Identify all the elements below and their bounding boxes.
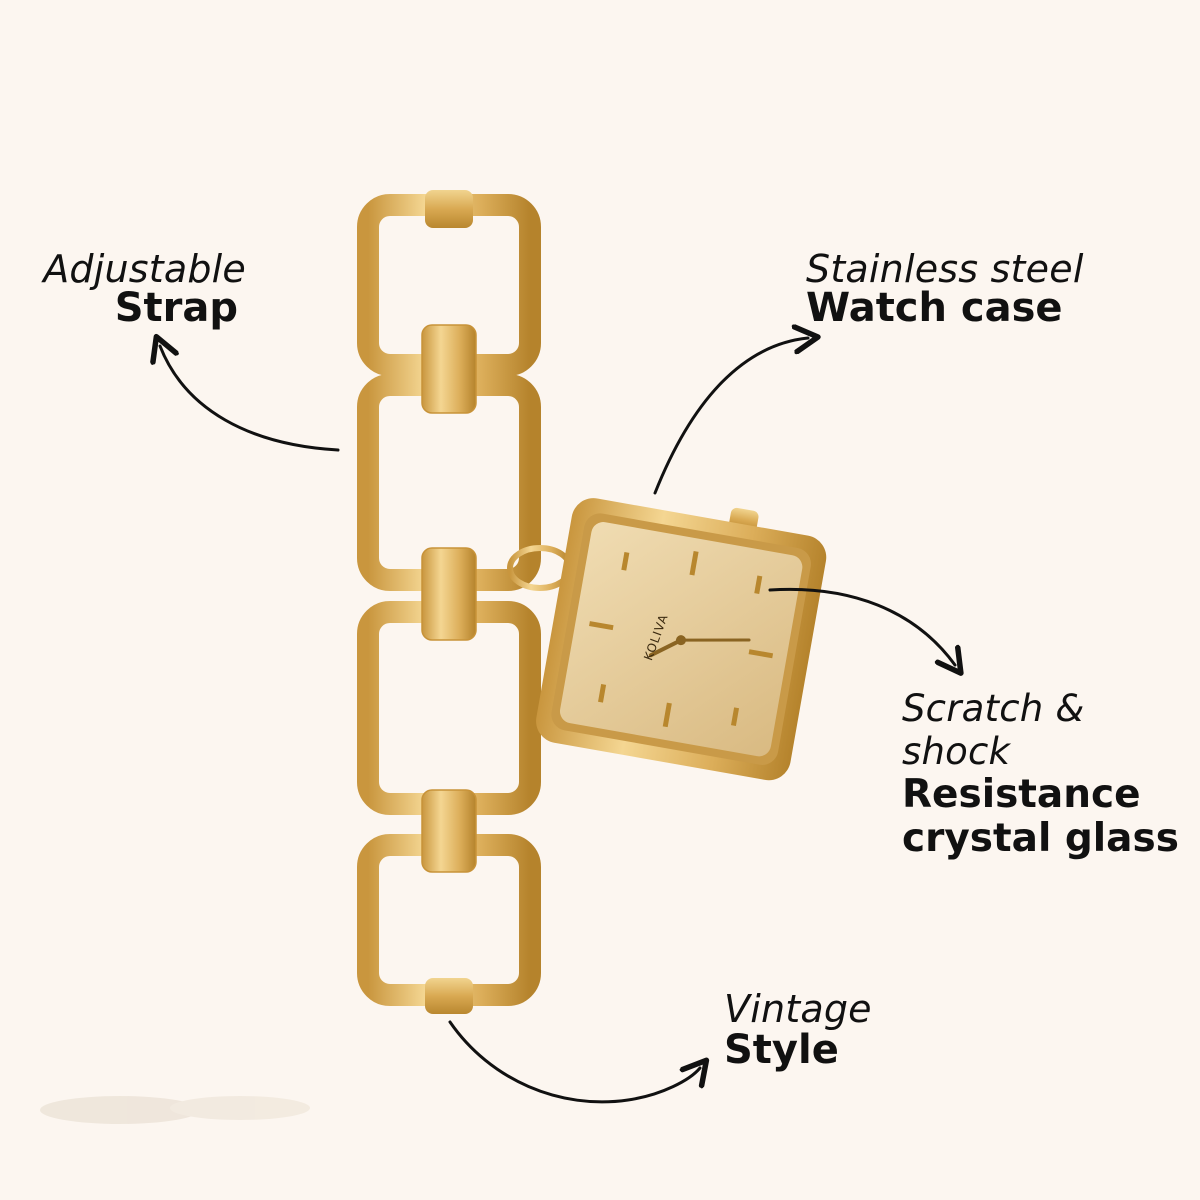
hour-marker <box>621 552 630 571</box>
arrow-style <box>448 1020 700 1104</box>
arrow-case <box>653 338 808 495</box>
callout-glass-bold-2: crystal glass <box>902 815 1179 861</box>
callout-crystal-glass: Scratch & shock Resistance crystal glass <box>902 687 1192 861</box>
strap-connector <box>421 789 477 873</box>
hour-hand <box>648 638 683 658</box>
hour-marker <box>598 683 607 703</box>
callout-style-light: Vintage <box>724 987 872 1031</box>
bracelet-strap <box>357 190 541 1014</box>
callout-watch-case: Stainless steel Watch case <box>806 250 1166 328</box>
arrow-glass <box>768 587 955 665</box>
callout-style-bold: Style <box>724 1027 839 1073</box>
reflection-smudge <box>40 1096 310 1124</box>
minute-hand <box>679 638 751 642</box>
callout-strap-light: Adjustable <box>43 247 246 291</box>
strap-connector <box>421 547 477 641</box>
hand-pivot <box>675 635 686 646</box>
strap-connector <box>421 324 477 414</box>
hour-marker <box>748 649 774 659</box>
hour-marker <box>730 707 740 727</box>
strap-connector <box>425 978 473 1014</box>
callout-vintage-style: Vintage Style <box>724 990 974 1070</box>
callout-case-bold: Watch case <box>806 285 1063 331</box>
watch-case: KOLIVA <box>536 498 827 781</box>
hour-marker <box>754 575 763 595</box>
callout-strap-bold: Strap <box>114 285 238 331</box>
callout-glass-light-2: shock <box>902 729 1011 773</box>
hour-marker <box>662 702 672 728</box>
strap-link-3 <box>357 601 541 815</box>
callout-glass-bold-1: Resistance <box>902 772 1141 818</box>
callout-glass-light-1: Scratch & <box>902 687 1085 730</box>
callout-adjustable-strap: Adjustable Strap <box>36 250 246 328</box>
strap-connector <box>425 190 473 228</box>
hour-marker <box>689 551 699 576</box>
hour-marker <box>589 621 614 631</box>
callout-case-light: Stainless steel <box>806 247 1084 291</box>
arrow-strap <box>160 346 340 452</box>
